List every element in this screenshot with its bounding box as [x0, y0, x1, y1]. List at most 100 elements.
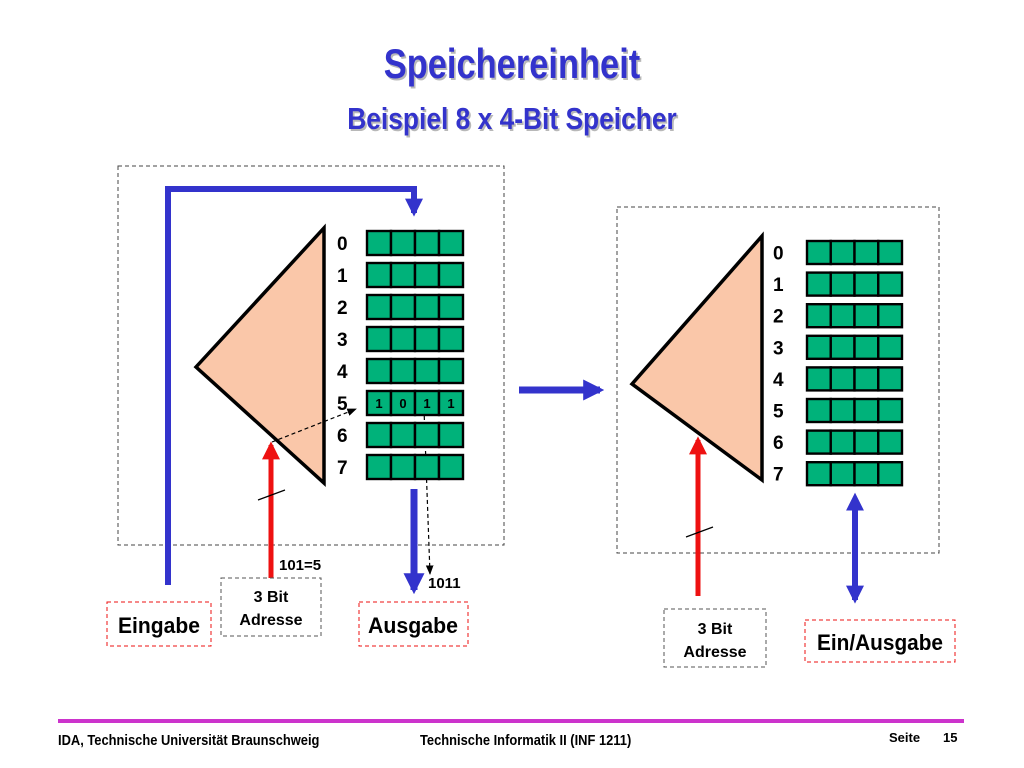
right-memory-row-3 [805, 334, 904, 360]
slide-title: Speichereinheit [383, 40, 641, 87]
right-bit-cell-5-1 [829, 397, 856, 424]
left-output-value: 1011 [428, 575, 461, 592]
left-bit-cell-3-2 [413, 325, 441, 353]
right-row-label-4: 4 [773, 370, 784, 391]
right-bit-cell-6-3 [877, 429, 904, 455]
right-bit-cell-7-3 [877, 461, 904, 487]
left-bit-cell-3-3 [437, 325, 465, 353]
left-memory-row-7 [365, 453, 465, 481]
right-bit-cell-5-3 [877, 397, 904, 424]
left-bit-value-1: 0 [399, 396, 406, 411]
left-bit-cell-4-1 [389, 357, 417, 385]
right-bit-cell-7-0 [805, 461, 832, 487]
left-bit-cell-2-0 [365, 293, 393, 321]
left-row-label-5: 5 [337, 394, 348, 415]
left-bit-cell-6-2 [413, 421, 441, 449]
left-bit-cell-1-0 [365, 261, 393, 289]
left-address-value: 101=5 [279, 557, 321, 574]
left-bit-cell-2-2 [413, 293, 441, 321]
right-memory-row-5 [805, 397, 904, 424]
right-decoder-triangle [629, 231, 764, 484]
right-address-box-line1: 3 Bit [698, 621, 733, 638]
right-bit-cell-0-1 [829, 239, 856, 266]
right-bit-cell-0-0 [805, 239, 832, 266]
right-row-label-7: 7 [773, 465, 784, 486]
left-row-label-2: 2 [337, 298, 348, 319]
right-bit-cell-3-0 [805, 334, 832, 360]
right-bit-cell-3-3 [877, 334, 904, 360]
left-row-label-0: 0 [337, 234, 348, 255]
left-feedback-arrow [165, 186, 423, 585]
left-bit-cell-7-1 [389, 453, 417, 481]
right-bit-cell-0-2 [853, 239, 880, 266]
right-memory-row-4 [805, 366, 904, 392]
left-bit-value-2: 1 [423, 396, 430, 411]
right-bit-cell-4-0 [805, 366, 832, 392]
left-bit-cell-5-2 [413, 389, 441, 417]
footer-institution: IDA, Technische Universität Braunschweig [58, 732, 320, 749]
right-bit-cell-4-2 [853, 366, 880, 392]
right-bit-cell-1-2 [853, 271, 880, 297]
right-memory-row-2 [805, 303, 904, 329]
left-memory-row-1 [365, 261, 465, 289]
right-bit-cell-3-1 [829, 334, 856, 360]
right-bit-cell-1-1 [829, 271, 856, 297]
left-bit-cell-1-3 [437, 261, 465, 289]
right-dashed-frame [616, 206, 940, 554]
right-bus-slash [685, 526, 714, 538]
left-memory-row-0 [365, 229, 465, 257]
left-address-box [220, 577, 322, 637]
left-bit-cell-6-3 [437, 421, 465, 449]
right-row-label-2: 2 [773, 307, 784, 328]
right-bit-cell-6-1 [829, 429, 856, 455]
left-bit-cell-0-3 [437, 229, 465, 257]
right-row-label-6: 6 [773, 433, 784, 454]
left-bit-cell-1-2 [413, 261, 441, 289]
right-bit-cell-2-2 [853, 303, 880, 329]
left-address-box-line2: Adresse [239, 612, 302, 629]
right-memory-row-6 [805, 429, 904, 455]
right-bit-cell-2-1 [829, 303, 856, 329]
left-bit-cell-0-2 [413, 229, 441, 257]
left-bus-slash [257, 489, 286, 501]
right-row-label-3: 3 [773, 338, 784, 359]
right-address-box [663, 608, 767, 668]
left-bit-cell-2-3 [437, 293, 465, 321]
right-bit-cell-6-2 [853, 429, 880, 455]
input-label: Eingabe [118, 613, 200, 638]
output-label: Ausgabe [368, 613, 458, 638]
right-bit-cell-5-2 [853, 397, 880, 424]
left-bit-cell-2-1 [389, 293, 417, 321]
left-bit-cell-1-1 [389, 261, 417, 289]
left-memory-row-2 [365, 293, 465, 321]
footer-page-number: 15 [943, 730, 958, 745]
left-bit-cell-0-1 [389, 229, 417, 257]
right-row-label-1: 1 [773, 275, 784, 296]
right-bit-cell-7-1 [829, 461, 856, 487]
right-bit-cell-4-1 [829, 366, 856, 392]
left-bit-cell-5-3 [437, 389, 465, 417]
left-bit-cell-3-1 [389, 325, 417, 353]
io-box [804, 619, 956, 663]
right-bit-cell-1-3 [877, 271, 904, 297]
left-memory-row-6 [365, 421, 465, 449]
right-memory-row-1 [805, 271, 904, 297]
right-memory-row-7 [805, 461, 904, 487]
right-memory-row-0 [805, 239, 904, 266]
left-address-box-line1: 3 Bit [254, 589, 289, 606]
left-memory-row-4 [365, 357, 465, 385]
left-bit-cell-6-0 [365, 421, 393, 449]
right-bit-cell-3-2 [853, 334, 880, 360]
io-label: Ein/Ausgabe [817, 630, 943, 655]
left-bit-cell-3-0 [365, 325, 393, 353]
right-bit-cell-0-3 [877, 239, 904, 266]
left-row-label-7: 7 [337, 458, 348, 479]
left-bit-cell-0-0 [365, 229, 393, 257]
left-bit-cell-7-2 [413, 453, 441, 481]
right-bit-cell-1-0 [805, 271, 832, 297]
left-decoder-triangle [193, 223, 326, 487]
left-row-label-6: 6 [337, 426, 348, 447]
